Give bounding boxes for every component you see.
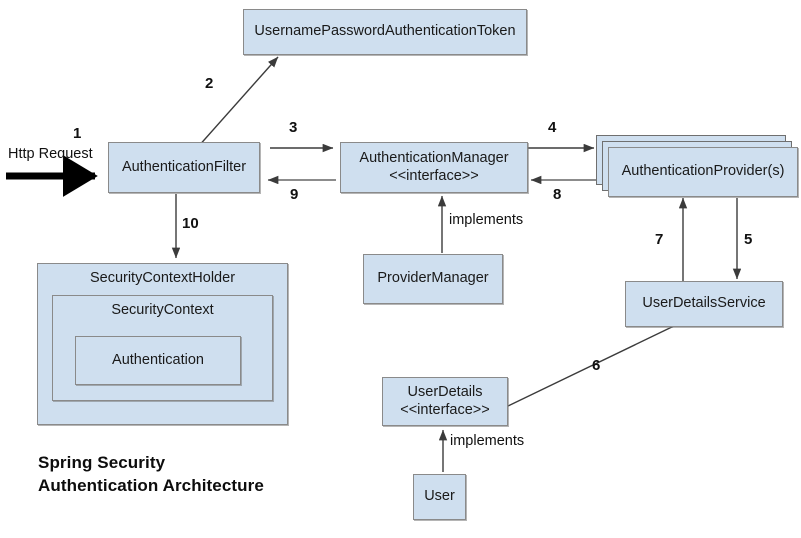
arrow-filter-to-token: [196, 56, 279, 149]
node-authentication[interactable]: Authentication: [75, 336, 241, 385]
edge-label-5: 5: [744, 231, 753, 248]
diagram-title: Spring Security Authentication Architect…: [38, 453, 264, 495]
edge-label-8: 8: [553, 186, 562, 203]
edge-label-4: 4: [548, 119, 557, 136]
edge-label-3: 3: [289, 119, 298, 136]
node-authentication-filter[interactable]: AuthenticationFilter: [108, 142, 260, 193]
edge-label-6: 6: [592, 357, 601, 374]
node-provider-manager[interactable]: ProviderManager: [363, 254, 503, 304]
edge-label-7: 7: [655, 231, 664, 248]
edge-label-user-implements: implements: [450, 433, 525, 449]
node-user-details-service[interactable]: UserDetailsService: [625, 281, 783, 327]
node-authentication-provider[interactable]: AuthenticationProvider(s): [608, 147, 798, 197]
edge-label-provider-manager-implements: implements: [449, 212, 524, 228]
edge-label-2: 2: [205, 75, 214, 92]
node-username-password-authentication-token[interactable]: UsernamePasswordAuthenticationToken: [243, 9, 527, 55]
edge-label-10: 10: [182, 215, 199, 232]
node-authentication-manager[interactable]: AuthenticationManager <<interface>>: [340, 142, 528, 193]
node-user-details[interactable]: UserDetails <<interface>>: [382, 377, 508, 426]
node-user[interactable]: User: [413, 474, 466, 520]
edge-label-http-request: Http Request: [8, 146, 93, 162]
edge-label-1: 1: [73, 125, 82, 142]
edge-label-9: 9: [290, 186, 299, 203]
